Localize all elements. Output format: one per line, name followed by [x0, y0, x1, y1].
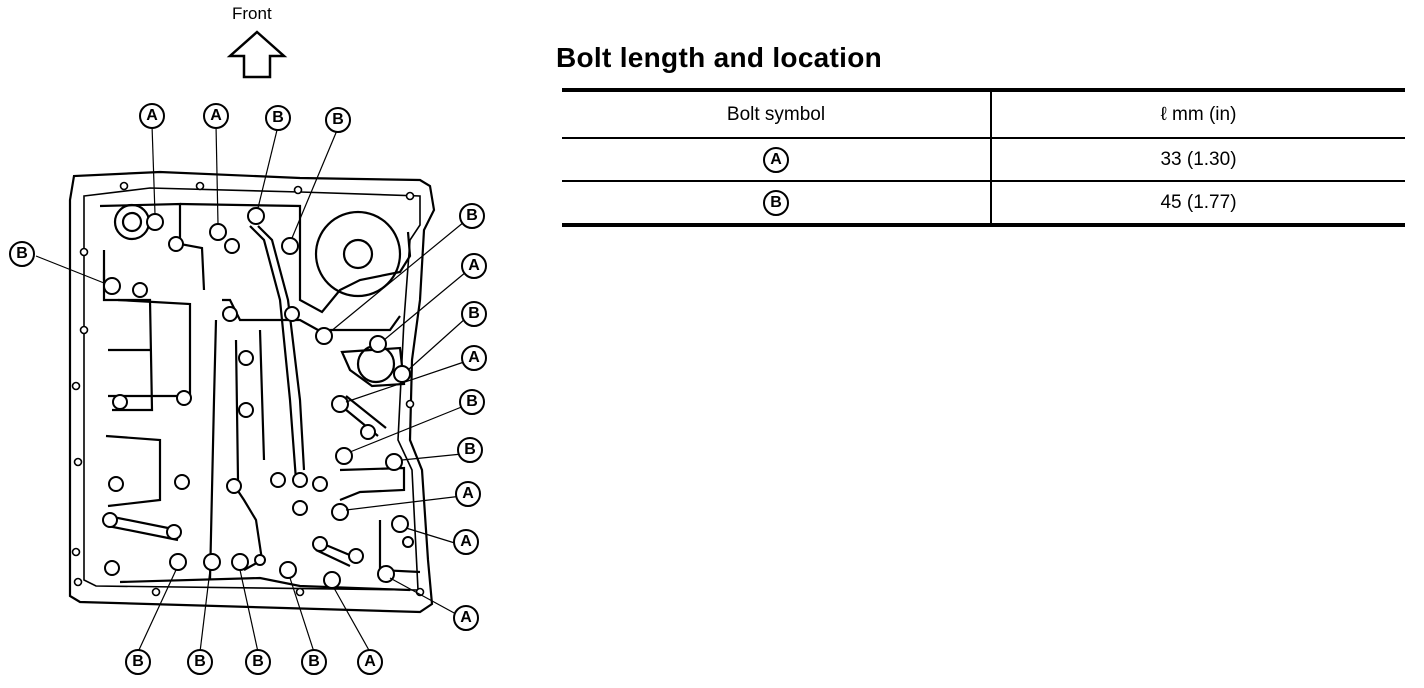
callout-1: A: [139, 103, 165, 129]
callout-11: B: [457, 437, 483, 463]
table-row: A 33 (1.30): [562, 138, 1405, 181]
leader-lines: [35, 124, 467, 653]
front-arrow-icon: [226, 30, 288, 79]
callout-18: B: [301, 649, 327, 675]
callout-9: A: [461, 345, 487, 371]
solenoid-body: [113, 203, 402, 384]
header-length: ℓ mm (in): [1160, 103, 1237, 125]
bolt-symbol-a: A: [763, 146, 789, 173]
bolt-symbol-cell: A: [562, 138, 992, 181]
callout-15: B: [125, 649, 151, 675]
callout-7: A: [461, 253, 487, 279]
table-title: Bolt length and location: [556, 42, 883, 73]
callout-2: A: [203, 103, 229, 129]
bolt-table: Bolt symbol ℓ mm (in) A 33 (1.30) B 45 (…: [562, 88, 1405, 227]
callout-6: B: [459, 203, 485, 229]
bolt-length-cell: 45 (1.77): [1160, 191, 1237, 213]
small-holes: [71, 181, 425, 597]
callout-8: B: [461, 301, 487, 327]
callout-4: B: [325, 107, 351, 133]
callout-16: B: [187, 649, 213, 675]
callout-17: B: [245, 649, 271, 675]
callout-13: A: [453, 529, 479, 555]
bolt-heads: [102, 207, 414, 589]
table-row: B 45 (1.77): [562, 181, 1405, 225]
callout-19: A: [357, 649, 383, 675]
header-bolt-symbol: Bolt symbol: [562, 90, 992, 138]
valve-body-diagram: Front: [0, 0, 520, 688]
callout-12: A: [455, 481, 481, 507]
bolt-symbol-b: B: [763, 189, 789, 216]
table-header-row: Bolt symbol ℓ mm (in): [562, 90, 1405, 138]
valve-body-outline: [68, 170, 436, 614]
callout-3: B: [265, 105, 291, 131]
callout-10: B: [459, 389, 485, 415]
callout-5: B: [9, 241, 35, 267]
callout-14: A: [453, 605, 479, 631]
bolt-symbol-cell: B: [562, 181, 992, 225]
valve-body-drawing: [35, 124, 467, 653]
bolt-length-cell: 33 (1.30): [1160, 148, 1237, 170]
front-label: Front: [232, 4, 272, 23]
